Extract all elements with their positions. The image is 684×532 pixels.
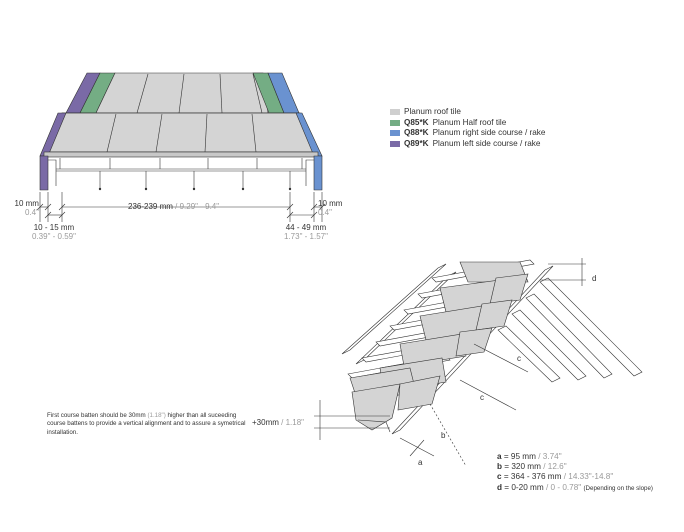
dim-left-top: 10 mm 0.4"	[13, 199, 39, 217]
letter-c-lower: c	[480, 393, 484, 402]
dim-right-top: 10 mm 0.4"	[318, 199, 342, 217]
back-tile-row	[65, 72, 300, 114]
legend-swatch	[390, 141, 400, 148]
legend-code: Q89*K	[404, 138, 429, 148]
dim-left-bottom: 10 - 15 mm 0.39" - 0.59"	[32, 223, 76, 241]
spec-row-a: a = 95 mm / 3.74"	[497, 452, 562, 461]
side-rakes	[39, 155, 323, 191]
legend-text: Planum left side course / rake	[432, 138, 541, 148]
dimension-lines-iso	[314, 258, 586, 467]
spec-row-c: c = 364 - 376 mm / 14.33"-14.8"	[497, 472, 614, 482]
dim-metric: 236-239 mm	[128, 202, 173, 211]
legend-item-planum-tile: Planum roof tile	[390, 107, 545, 118]
front-tile-row	[39, 112, 323, 158]
dimension-lines-top	[36, 192, 326, 222]
dim-metric: 10 mm	[14, 199, 39, 208]
legend-text: Planum Half roof tile	[432, 117, 507, 127]
note-inline-value: (1.18")	[147, 412, 166, 419]
note-text: First course batten should be 30mm	[47, 412, 148, 419]
spec-row-b: b = 320 mm / 12.6"	[497, 462, 567, 472]
dim-metric: 10 - 15 mm	[33, 223, 75, 232]
legend-swatch	[390, 130, 400, 137]
legend-item-right-rake: Q88*K Planum right side course / rake	[390, 128, 545, 139]
dim-middle: 236-239 mm / 9.29" - 9.4"	[128, 202, 220, 211]
legend-swatch	[390, 119, 400, 126]
isometric-roof	[341, 259, 643, 435]
legend-swatch	[390, 109, 400, 116]
dim-imperial: 0.39" - 0.59"	[32, 232, 76, 241]
letter-c-upper: c	[517, 354, 521, 363]
first-course-note: First course batten should be 30mm (1.18…	[47, 412, 247, 437]
legend-code: Q88*K	[404, 128, 429, 138]
legend-code: Q85*K	[404, 117, 429, 127]
spec-list: a = 95 mm / 3.74" b = 320 mm / 12.6" c =…	[497, 452, 653, 494]
spec-row-d: d = 0-20 mm / 0 - 0.78" (Depending on th…	[497, 482, 653, 492]
note-text-end: higher than all suceeding course battens…	[47, 412, 246, 436]
offset-imperial: 1.18"	[285, 418, 305, 427]
offset-metric: +30mm	[252, 418, 279, 427]
dim-imperial: 9.29" - 9.4"	[179, 202, 220, 211]
dim-metric: 10 mm	[318, 199, 343, 208]
letter-d: d	[592, 274, 597, 283]
dim-metric: 44 - 49 mm	[285, 223, 327, 232]
letter-b: b	[441, 431, 446, 440]
dim-right-bottom: 44 - 49 mm 1.73" - 1.57"	[284, 223, 328, 241]
dim-imperial: 0.4"	[318, 208, 332, 217]
dim-imperial: 1.73" - 1.57"	[284, 232, 328, 241]
batten-offset-label: +30mm / 1.18"	[252, 418, 305, 427]
batten-line	[56, 158, 306, 189]
dim-imperial: 0.4"	[25, 208, 39, 217]
legend-item-half-tile: Q85*K Planum Half roof tile	[390, 118, 545, 129]
letter-a: a	[418, 458, 423, 467]
legend-text: Planum roof tile	[404, 107, 461, 116]
legend-item-left-rake: Q89*K Planum left side course / rake	[390, 139, 545, 150]
legend-text: Planum right side course / rake	[432, 128, 546, 138]
legend: Planum roof tile Q85*K Planum Half roof …	[390, 107, 545, 149]
